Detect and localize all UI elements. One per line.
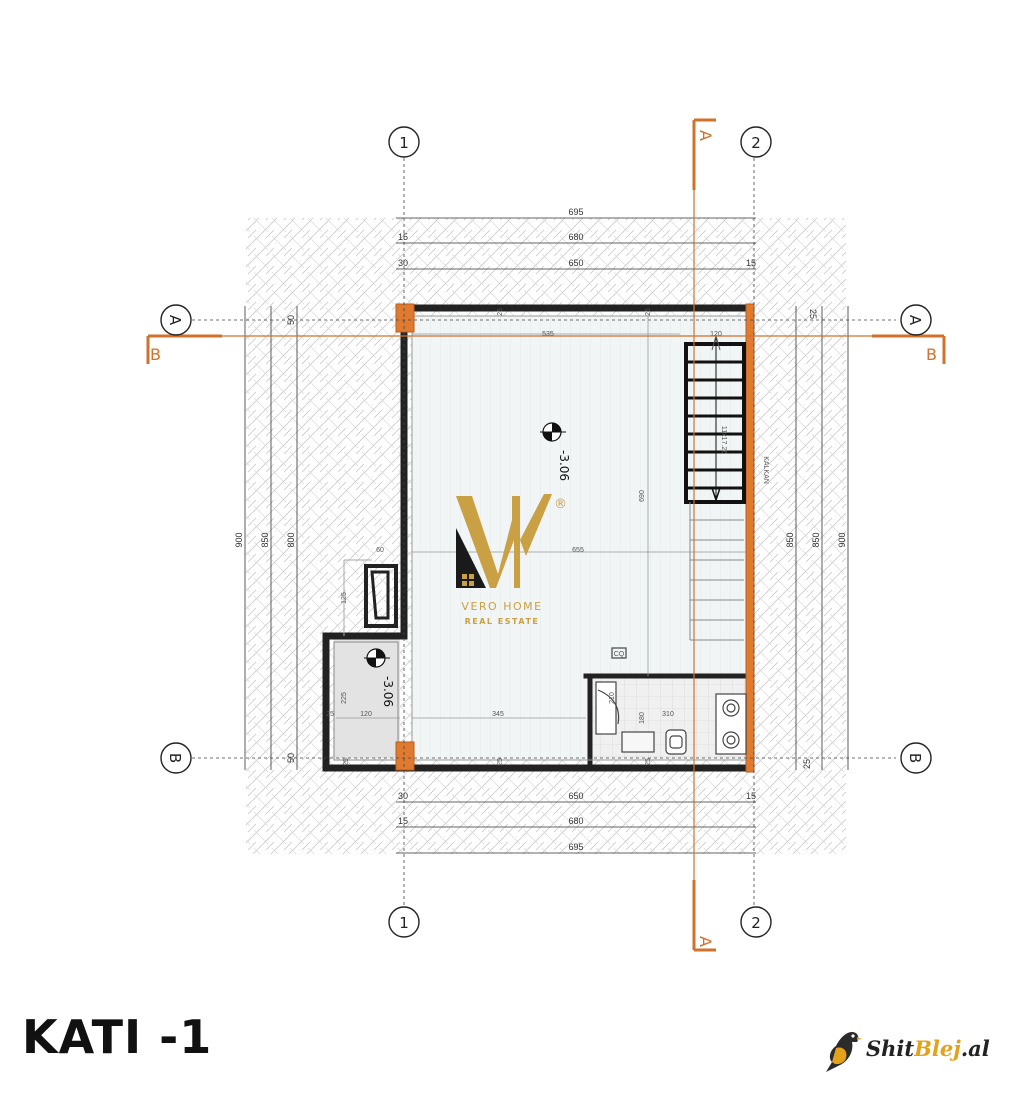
axis-label: A [906, 315, 924, 326]
dim-text: 15 [398, 232, 408, 242]
wall-label: KALKAN [762, 456, 769, 484]
logo-sub: REAL ESTATE [465, 617, 540, 626]
axis-label: 1 [399, 914, 409, 932]
axis-markers [160, 126, 932, 938]
dim-text: 120 [360, 711, 372, 718]
dim-text: 900 [837, 532, 847, 547]
dim-text: 120 [710, 331, 722, 338]
logo-name: VERO HOME [461, 600, 542, 613]
dim-text: 25 [497, 758, 504, 766]
dim-text: 25 [645, 758, 652, 766]
axis-label: B [906, 753, 924, 763]
dim-text: 800 [286, 532, 296, 547]
section-label: B [150, 345, 161, 364]
dim-text: 680 [568, 232, 583, 242]
axis-label: 1 [399, 134, 409, 152]
dim-text: 655 [572, 547, 584, 554]
dim-text: 15 [746, 258, 756, 268]
dimension-lines [244, 217, 849, 854]
level-small: -3.06 [381, 676, 395, 707]
brand-name: ShitBlej.al [866, 1036, 990, 1061]
dim-text: 850 [785, 532, 795, 547]
dim-text: 25 [645, 308, 652, 316]
stair-label: 11x17.26 [720, 426, 727, 454]
dim-text: 535 [542, 331, 554, 338]
dim-text: 695 [568, 207, 583, 217]
level-main: -3.06 [557, 450, 571, 481]
floor-plan: 1 2 1 2 A A B B A A B B 695 680 650 15 3… [146, 118, 946, 952]
dim-text: 25 [326, 711, 334, 718]
dim-text: 680 [568, 816, 583, 826]
section-label: B [926, 345, 937, 364]
shitblej-logo[interactable]: ShitBlej.al [822, 1028, 1002, 1076]
dim-text: 650 [568, 258, 583, 268]
level-marker-main [540, 422, 566, 442]
axis-label: 2 [751, 134, 761, 152]
meter-label: CQ [614, 651, 625, 658]
axis-label: B [166, 753, 184, 763]
dim-text: 210 [609, 692, 616, 704]
kitchen-fixtures [595, 647, 747, 755]
level-marker-small [364, 648, 390, 668]
dim-text: 225 [341, 692, 348, 704]
section-lines [146, 118, 946, 952]
dim-text: 690 [639, 490, 646, 502]
dim-text: 15 [746, 791, 756, 801]
axis-label: 2 [751, 914, 761, 932]
dim-text: 25 [808, 309, 818, 319]
section-label: A [696, 130, 715, 141]
dim-text: 25 [497, 308, 504, 316]
dim-text: 850 [260, 532, 270, 547]
dim-text: 30 [398, 258, 408, 268]
grid-lines [192, 158, 896, 906]
vero-home-logo [456, 494, 552, 588]
stair [684, 334, 746, 641]
bird-icon [826, 1032, 862, 1072]
dim-text: 900 [234, 532, 244, 547]
page-title: KATI -1 [22, 1010, 213, 1064]
dim-text: 50 [286, 753, 296, 763]
logo-reg: ® [554, 497, 567, 512]
dim-text: 60 [376, 547, 384, 554]
section-label: A [696, 936, 715, 947]
walls [322, 304, 754, 772]
columns [395, 303, 755, 773]
dim-text: 695 [568, 842, 583, 852]
dim-text: 30 [398, 791, 408, 801]
dim-text: 650 [568, 791, 583, 801]
axis-label: A [166, 315, 184, 326]
dim-text: 25 [802, 759, 812, 769]
dim-text: 850 [811, 532, 821, 547]
dim-text: 50 [286, 315, 296, 325]
dim-text: 310 [662, 711, 674, 718]
dim-text: 15 [398, 816, 408, 826]
dim-text: 25 [343, 758, 350, 766]
dim-text: 180 [639, 712, 646, 724]
dim-text: 125 [341, 592, 348, 604]
dim-text: 345 [492, 711, 504, 718]
